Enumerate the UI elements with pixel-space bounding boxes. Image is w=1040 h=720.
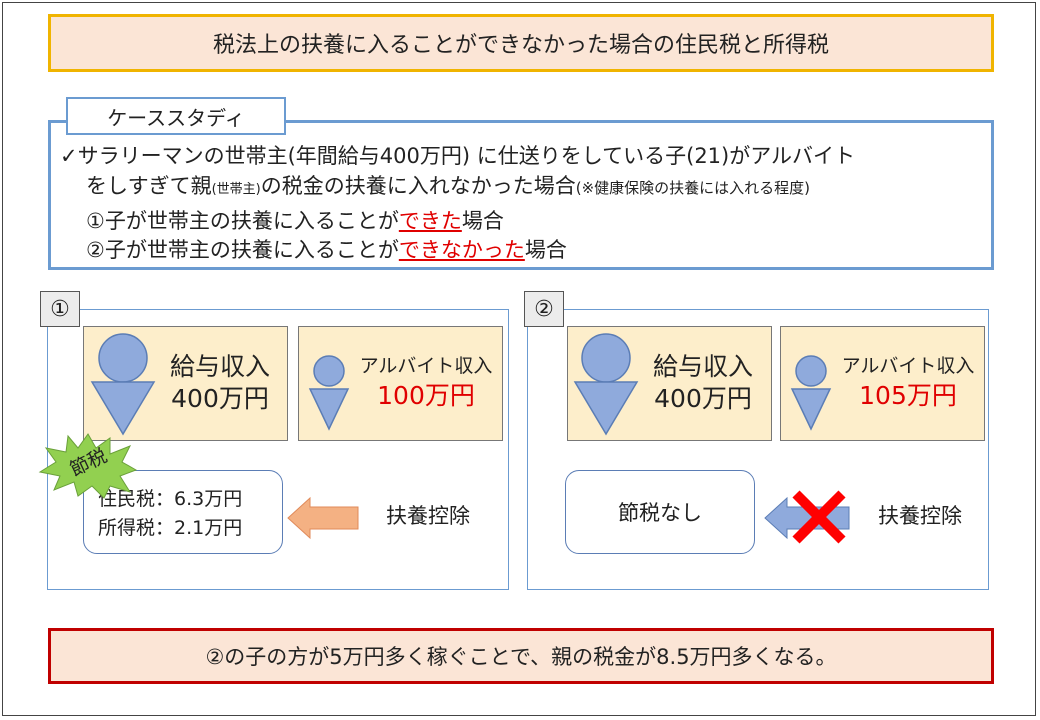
income-tax-1: 所得税：2.1万円 [98,517,243,539]
child-person-icon-1 [308,355,350,431]
parent-income-label-1: 給与収入 [169,352,270,381]
dependent-deduction-label-1: 扶養控除 [386,504,470,528]
case-study-item1-red: できた [398,209,462,233]
child-income-value-2: 105万円 [859,381,957,410]
dependent-deduction-label-2: 扶養控除 [878,504,962,528]
orange-left-arrow-icon [287,496,359,540]
cross-mark-icon [792,490,846,544]
case-study-box [48,120,994,270]
conclusion-banner: ②の子の方が5万円多く稼ぐことで、親の税金が8.5万円多くなる。 [48,628,994,684]
parent-income-value-2: 400万円 [654,384,752,413]
page-title: 税法上の扶養に入ることができなかった場合の住民税と所得税 [48,14,994,72]
case-study-tab: ケーススタディ [66,97,286,135]
case-study-item1-b: 場合 [461,209,504,233]
case-study-line2-a: をしすぎて親 [86,174,212,198]
check-mark-icon: ✓ [60,144,78,168]
case-study-line1-text: サラリーマンの世帯主(年間給与400万円) に仕送りをしている子(21)がアルバ… [77,144,856,168]
child-income-label-1: アルバイト収入 [359,355,493,377]
parent-income-value-1: 400万円 [171,384,269,413]
scenario-number-1: ① [40,291,80,327]
case-study-line2-small: (世帯主) [211,182,261,197]
child-income-value-1: 100万円 [377,381,475,410]
case-study-item2-red: できなかった [398,238,525,262]
child-income-label-2: アルバイト収入 [841,355,975,377]
tax-saving-starburst-icon [38,433,138,499]
scenario-number-2: ② [524,291,564,327]
case-study-item2-a: ②子が世帯主の扶養に入ることが [86,238,399,262]
resident-tax-1: 住民税：6.3万円 [98,488,243,510]
parent-income-label-2: 給与収入 [652,352,753,381]
case-study-item1-a: ①子が世帯主の扶養に入ることが [86,209,399,233]
no-tax-saving-box: 節税なし [565,470,755,554]
case-study-item2: ②子が世帯主の扶養に入ることができなかった場合 [86,234,567,264]
case-study-item2-b: 場合 [524,238,567,262]
parent-person-icon-1 [90,333,156,436]
case-study-line2-b: の税金の扶養に入れなかった場合 [260,174,576,198]
case-study-line2: をしすぎて親(世帯主)の税金の扶養に入れなかった場合(※健康保険の扶養には入れる… [86,170,810,200]
case-study-line2-note: (※健康保険の扶養には入れる程度) [575,179,811,197]
case-study-line1: ✓サラリーマンの世帯主(年間給与400万円) に仕送りをしている子(21)がアル… [60,140,855,170]
child-person-icon-2 [790,355,832,431]
parent-person-icon-2 [573,333,639,436]
case-study-item1: ①子が世帯主の扶養に入ることができた場合 [86,205,504,235]
